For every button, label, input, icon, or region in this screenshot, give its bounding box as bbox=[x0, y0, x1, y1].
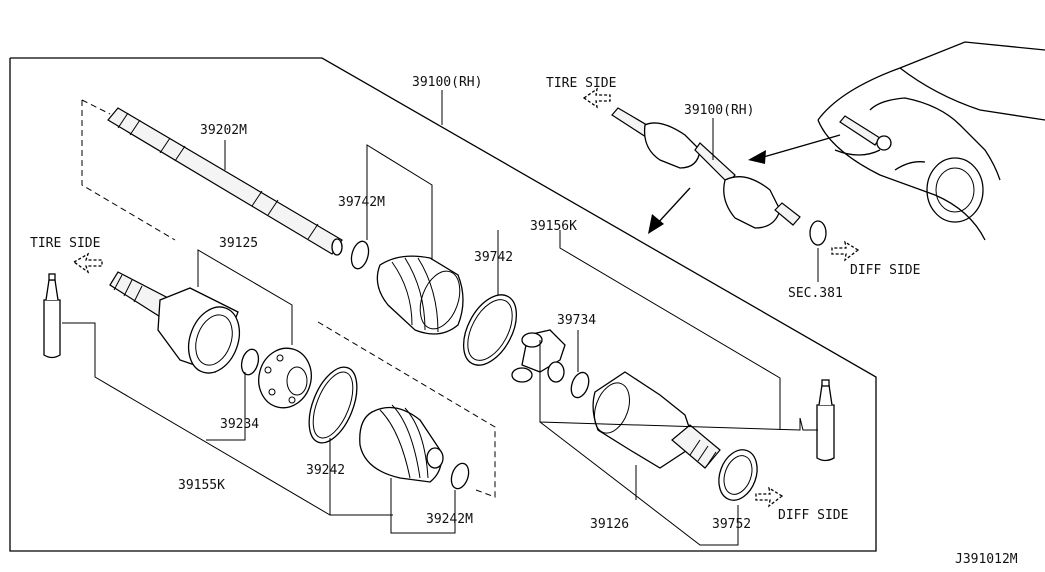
bracket-39742m bbox=[366, 144, 433, 260]
pointer-arrowhead bbox=[748, 150, 766, 164]
label-tire-side-inset: TIRE SIDE bbox=[546, 76, 616, 91]
label-39234: 39234 bbox=[220, 417, 259, 432]
dust-seal-39752 bbox=[718, 449, 758, 501]
bracket-39156k bbox=[539, 340, 818, 431]
bracket-39242-b bbox=[390, 478, 456, 534]
bracket-39155k-b bbox=[206, 372, 246, 441]
label-diff-side-bottom: DIFF SIDE bbox=[778, 508, 848, 523]
inner-boot bbox=[376, 255, 464, 335]
grease-tube-right bbox=[816, 379, 835, 462]
inset-assembly bbox=[611, 107, 827, 246]
label-39100-rh-inset: 39100(RH) bbox=[684, 103, 754, 118]
shaft-dashed-top bbox=[81, 99, 111, 115]
label-39734: 39734 bbox=[557, 313, 596, 328]
boot-band-39242 bbox=[308, 366, 358, 444]
outer-boot bbox=[359, 404, 444, 483]
grease-tube-left bbox=[43, 273, 61, 359]
label-39742: 39742 bbox=[474, 250, 513, 265]
label-39100-rh: 39100(RH) bbox=[412, 75, 482, 90]
snap-ring-39734 bbox=[570, 371, 590, 399]
diagram-code: J391012M bbox=[955, 552, 1018, 567]
label-39156k: 39156K bbox=[530, 219, 577, 234]
label-39125: 39125 bbox=[219, 236, 258, 251]
diff-side-arrow-bottom bbox=[755, 486, 784, 508]
label-diff-side-inset: DIFF SIDE bbox=[850, 263, 920, 278]
label-39752: 39752 bbox=[712, 517, 751, 532]
snap-ring-39234 bbox=[240, 348, 260, 376]
inner-housing-39126 bbox=[592, 371, 721, 469]
vehicle-outline bbox=[817, 41, 1045, 241]
bracket-39125 bbox=[197, 249, 293, 345]
label-39202m: 39202M bbox=[200, 123, 247, 138]
label-39126: 39126 bbox=[590, 517, 629, 532]
inset-seal bbox=[809, 220, 827, 246]
shaft-dashed-outline bbox=[81, 100, 176, 241]
bracket-39156k-top bbox=[559, 230, 781, 430]
bracket-39155k bbox=[62, 322, 393, 516]
boot-dashed-box bbox=[317, 321, 496, 498]
tire-side-arrow-inset bbox=[582, 87, 611, 109]
label-39242m: 39242M bbox=[426, 512, 473, 527]
pointer-arrow bbox=[759, 134, 841, 159]
tripod-joint bbox=[511, 329, 566, 383]
tire-side-arrow-left bbox=[72, 252, 103, 274]
label-39155k: 39155K bbox=[178, 478, 225, 493]
pointer-arrowhead-down bbox=[648, 214, 664, 234]
inner-race bbox=[258, 347, 312, 409]
label-tire-side-left: TIRE SIDE bbox=[30, 236, 100, 251]
boot-band-39242m bbox=[450, 462, 470, 490]
pointer-arrow-down bbox=[655, 187, 691, 226]
boot-band-39742m bbox=[350, 240, 370, 270]
label-39742m: 39742M bbox=[338, 195, 385, 210]
diagram-frame bbox=[9, 57, 877, 552]
bracket-39126 bbox=[539, 421, 739, 546]
shaft-39202m bbox=[107, 107, 343, 256]
label-sec381: SEC.381 bbox=[788, 286, 843, 301]
diff-side-arrow-inset bbox=[831, 240, 860, 262]
label-39242: 39242 bbox=[306, 463, 345, 478]
boot-band-39742 bbox=[462, 294, 518, 366]
outer-cv-joint-39125 bbox=[109, 271, 241, 374]
